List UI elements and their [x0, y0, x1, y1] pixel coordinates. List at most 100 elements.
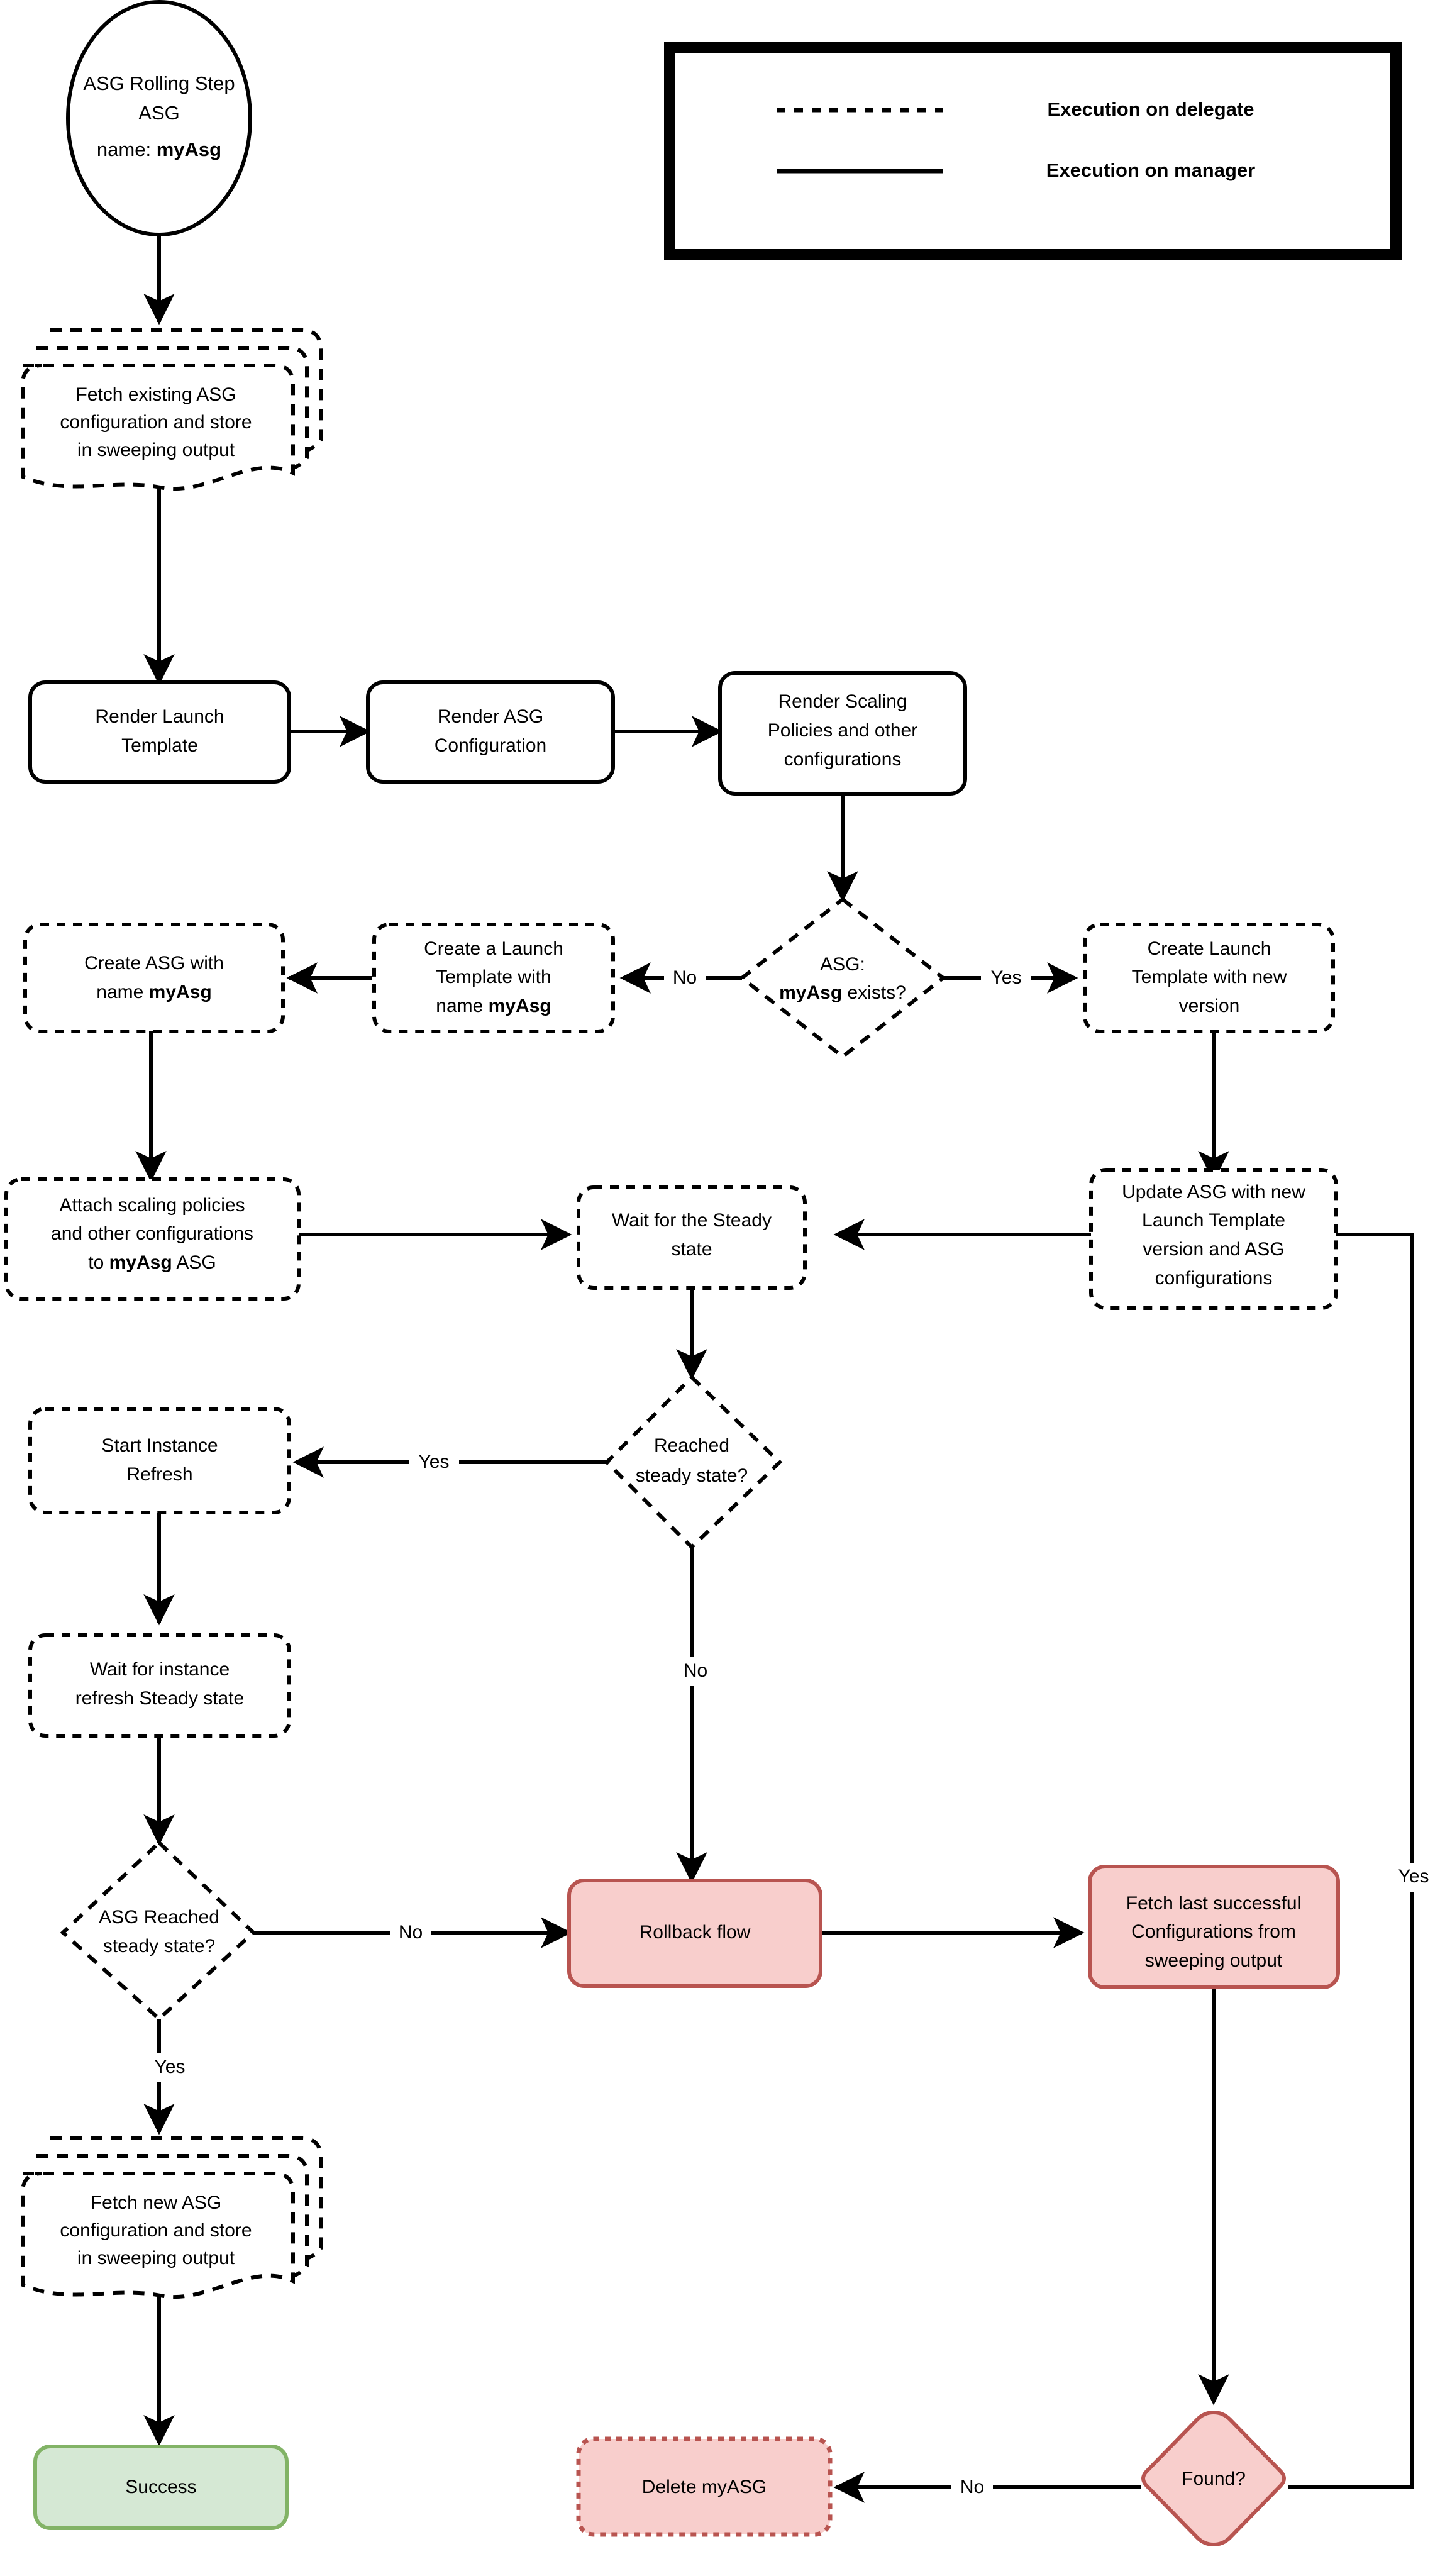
asg-exists-line2-bold: myAsg	[779, 982, 842, 1003]
asg-exists-line2-rest: exists?	[842, 982, 906, 1003]
reached-steady-line2: steady state?	[636, 1465, 748, 1486]
attach-line3-suffix: ASG	[172, 1252, 216, 1273]
fetch-existing-line1: Fetch existing ASG	[75, 384, 236, 405]
fetch-new-line1: Fetch new ASG	[91, 2192, 221, 2213]
legend: Execution on delegate Execution on manag…	[664, 42, 1402, 260]
node-fetch-new-asg[interactable]	[21, 2136, 323, 2299]
asg-reached-line1: ASG Reached	[99, 1907, 219, 1928]
update-asg-line2: Launch Template	[1142, 1210, 1285, 1231]
render-scaling-line2: Policies and other	[768, 720, 917, 741]
wir-line1: Wait for instance	[90, 1659, 230, 1680]
node-fetch-new-asg-text: Fetch new ASG configuration and store in…	[60, 2192, 252, 2268]
node-start-line3-prefix: name:	[97, 138, 157, 160]
create-ltv-line3: version	[1179, 996, 1240, 1016]
node-wait-steady-state[interactable]: Wait for the Steady state	[577, 1185, 807, 1290]
node-reached-steady-decision[interactable]: Reached steady state?	[604, 1374, 783, 1550]
node-create-launch-template-version[interactable]: Create Launch Template with new version	[1083, 923, 1335, 1033]
node-create-asg[interactable]: Create ASG with name myAsg	[23, 923, 285, 1033]
create-asg-line1: Create ASG with	[84, 953, 224, 974]
asg-reached-line2: steady state?	[103, 1936, 215, 1957]
fetch-existing-line3: in sweeping output	[77, 440, 235, 460]
fetch-new-line3: in sweeping output	[77, 2248, 235, 2268]
delete-myasg-label: Delete myASG	[642, 2477, 767, 2497]
fetch-last-line2: Configurations from	[1131, 1921, 1296, 1942]
svg-text:name myAsg: name myAsg	[436, 996, 551, 1016]
node-update-asg[interactable]: Update ASG with new Launch Template vers…	[1089, 1168, 1338, 1310]
attach-line3-prefix: to	[88, 1252, 109, 1273]
node-create-launch-template-name[interactable]: Create a Launch Template with name myAsg	[372, 923, 615, 1033]
node-start[interactable]: ASG Rolling Step ASG name: myAsg	[66, 0, 252, 236]
node-asg-reached-steady-decision[interactable]: ASG Reached steady state?	[60, 1840, 257, 2022]
fetch-last-line1: Fetch last successful	[1126, 1893, 1301, 1914]
node-start-line3-bold: myAsg	[157, 138, 221, 160]
node-fetch-existing-asg[interactable]	[21, 328, 323, 491]
update-asg-line1: Update ASG with new	[1122, 1182, 1305, 1202]
node-delete-myasg[interactable]: Delete myASG	[576, 2436, 833, 2537]
node-start-instance-refresh[interactable]: Start Instance Refresh	[28, 1407, 291, 1514]
sir-line2: Refresh	[126, 1464, 192, 1485]
asg-exists-line1: ASG:	[820, 954, 865, 975]
reached-steady-line1: Reached	[654, 1435, 729, 1456]
node-start-line1: ASG Rolling Step	[83, 72, 235, 94]
node-fetch-existing-asg-text: Fetch existing ASG configuration and sto…	[60, 384, 252, 460]
create-lt-line2: Template with	[436, 967, 551, 987]
node-wait-instance-refresh[interactable]: Wait for instance refresh Steady state	[28, 1633, 291, 1738]
node-render-scaling-policies[interactable]: Render Scaling Policies and other config…	[718, 671, 967, 796]
render-asg-line1: Render ASG	[438, 706, 543, 727]
node-fetch-last-successful[interactable]: Fetch last successful Configurations fro…	[1088, 1865, 1340, 1989]
edge-label-asgexists-no: No	[673, 967, 697, 988]
render-scaling-line3: configurations	[784, 749, 902, 770]
rollback-label: Rollback flow	[640, 1922, 751, 1943]
doc2-front	[21, 2172, 295, 2299]
create-lt-line1: Create a Launch	[424, 938, 563, 959]
node-success[interactable]: Success	[33, 2445, 289, 2530]
legend-label-delegate: Execution on delegate	[1047, 98, 1254, 120]
render-lt-line1: Render Launch	[95, 706, 224, 727]
node-render-asg-configuration[interactable]: Render ASG Configuration	[366, 680, 615, 784]
update-asg-line4: configurations	[1155, 1268, 1273, 1289]
node-render-launch-template[interactable]: Render Launch Template	[28, 680, 291, 784]
fetch-last-line3: sweeping output	[1145, 1950, 1283, 1971]
edge-labels: No Yes Yes No No Yes No Yes	[141, 964, 1440, 2501]
node-found-decision[interactable]: Found?	[1141, 2410, 1286, 2547]
edge-label-reached-no: No	[684, 1660, 707, 1681]
render-lt-line2: Template	[121, 735, 198, 756]
attach-line2: and other configurations	[51, 1223, 253, 1244]
connectors	[135, 223, 1414, 2503]
create-lt-line3-prefix: name	[436, 996, 488, 1016]
attach-line3-bold: myAsg	[109, 1252, 172, 1273]
svg-text:name myAsg: name myAsg	[96, 982, 211, 1002]
edge-found-yes	[1254, 1219, 1414, 2489]
edge-label-asgexists-yes: Yes	[991, 967, 1022, 988]
create-asg-line2-prefix: name	[96, 982, 148, 1002]
fetch-existing-line2: configuration and store	[60, 412, 252, 433]
edge-label-asgreached-yes: Yes	[155, 2057, 186, 2077]
render-scaling-line1: Render Scaling	[778, 691, 907, 712]
edge-label-asgreached-no: No	[399, 1922, 423, 1943]
node-start-line2: ASG	[138, 102, 179, 124]
create-ltv-line1: Create Launch	[1148, 938, 1271, 959]
edge-label-found-yes: Yes	[1398, 1866, 1429, 1887]
legend-label-manager: Execution on manager	[1046, 159, 1255, 181]
wait-steady-line2: state	[671, 1239, 712, 1260]
success-label: Success	[125, 2477, 196, 2497]
sir-line1: Start Instance	[101, 1435, 218, 1456]
node-rollback-flow[interactable]: Rollback flow	[567, 1879, 822, 1988]
svg-text:to myAsg ASG: to myAsg ASG	[88, 1252, 216, 1273]
svg-text:myAsg exists?: myAsg exists?	[779, 982, 906, 1003]
attach-line1: Attach scaling policies	[59, 1195, 245, 1216]
doc-front	[21, 364, 295, 491]
node-attach-scaling-policies[interactable]: Attach scaling policies and other config…	[4, 1177, 301, 1301]
node-asg-exists-decision[interactable]: ASG: myAsg exists?	[739, 897, 946, 1059]
edge-label-found-no: No	[960, 2477, 984, 2497]
fetch-new-line2: configuration and store	[60, 2220, 252, 2241]
wir-line2: refresh Steady state	[75, 1688, 244, 1709]
render-asg-line2: Configuration	[435, 735, 546, 756]
svg-text:name: myAsg: name: myAsg	[97, 138, 221, 160]
wait-steady-line1: Wait for the Steady	[612, 1210, 772, 1231]
update-asg-line3: version and ASG	[1143, 1239, 1284, 1260]
create-ltv-line2: Template with new	[1132, 967, 1287, 987]
create-lt-line3-bold: myAsg	[489, 996, 551, 1016]
found-label: Found?	[1182, 2468, 1246, 2489]
